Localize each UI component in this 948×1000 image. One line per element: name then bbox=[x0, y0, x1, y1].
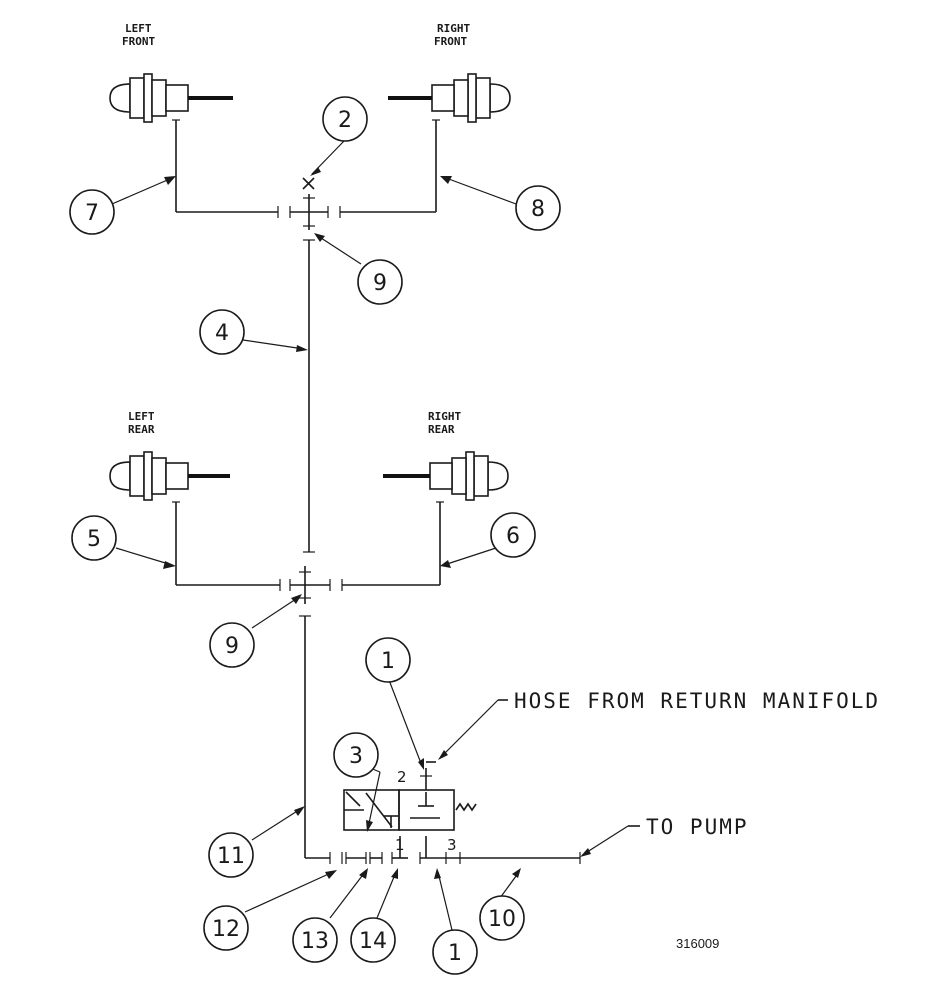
callout-1-bottom: 1 bbox=[432, 929, 478, 975]
svg-text:9: 9 bbox=[373, 271, 387, 296]
left-front-label-line1: LEFT bbox=[125, 22, 152, 35]
svg-text:10: 10 bbox=[488, 907, 516, 932]
note-return-manifold: HOSE FROM RETURN MANIFOLD bbox=[514, 689, 880, 713]
right-rear-cylinder bbox=[383, 451, 509, 501]
valve-port-3: 3 bbox=[447, 836, 457, 854]
svg-text:13: 13 bbox=[301, 929, 329, 954]
svg-text:6: 6 bbox=[506, 524, 520, 549]
right-rear-label-line1: RIGHT bbox=[428, 410, 461, 423]
svg-text:3: 3 bbox=[349, 744, 363, 769]
callout-9-bottom: 9 bbox=[209, 622, 255, 668]
left-rear-label-line2: REAR bbox=[128, 423, 155, 436]
svg-text:11: 11 bbox=[217, 844, 245, 869]
svg-text:12: 12 bbox=[212, 917, 240, 942]
right-front-label-line1: RIGHT bbox=[437, 22, 470, 35]
svg-text:9: 9 bbox=[225, 634, 239, 659]
callout-11: 11 bbox=[208, 832, 254, 878]
callout-8: 8 bbox=[515, 185, 561, 231]
right-rear-label-line2: REAR bbox=[428, 423, 455, 436]
callout-14: 14 bbox=[350, 917, 396, 963]
valve-port-2: 2 bbox=[397, 768, 407, 786]
svg-text:4: 4 bbox=[215, 321, 229, 346]
right-front-cylinder bbox=[388, 73, 511, 123]
valve-port-1: 1 bbox=[395, 836, 405, 854]
svg-text:1: 1 bbox=[381, 649, 395, 674]
top-cross-fitting bbox=[289, 177, 329, 241]
front-hoses bbox=[172, 119, 440, 218]
callout-6: 6 bbox=[490, 512, 536, 558]
svg-text:7: 7 bbox=[85, 201, 99, 226]
left-rear-cylinder bbox=[109, 451, 230, 501]
callout-10: 10 bbox=[479, 895, 525, 941]
bottom-cross-fitting bbox=[289, 566, 331, 617]
callout-2: 2 bbox=[322, 96, 368, 142]
right-front-label-line2: FRONT bbox=[434, 35, 467, 48]
callout-5: 5 bbox=[71, 515, 117, 561]
solenoid-valve bbox=[343, 761, 477, 831]
leader-lines bbox=[111, 139, 640, 931]
left-front-label-line2: FRONT bbox=[122, 35, 155, 48]
callout-13: 13 bbox=[292, 917, 338, 963]
callout-9-top: 9 bbox=[357, 259, 403, 305]
svg-text:14: 14 bbox=[359, 929, 387, 954]
left-rear-label-line1: LEFT bbox=[128, 410, 155, 423]
bottom-fitting-row bbox=[329, 836, 581, 864]
svg-text:5: 5 bbox=[87, 527, 101, 552]
callout-1-top: 1 bbox=[365, 637, 411, 683]
left-front-cylinder bbox=[109, 73, 233, 123]
svg-text:2: 2 bbox=[338, 108, 352, 133]
figure-number: 316009 bbox=[676, 936, 719, 951]
svg-text:8: 8 bbox=[531, 197, 545, 222]
callout-7: 7 bbox=[69, 189, 115, 235]
rear-hoses bbox=[172, 501, 444, 591]
callout-4: 4 bbox=[199, 309, 245, 355]
svg-text:1: 1 bbox=[448, 941, 462, 966]
callout-12: 12 bbox=[203, 905, 249, 951]
callout-3: 3 bbox=[333, 732, 379, 778]
note-to-pump: TO PUMP bbox=[646, 815, 749, 839]
